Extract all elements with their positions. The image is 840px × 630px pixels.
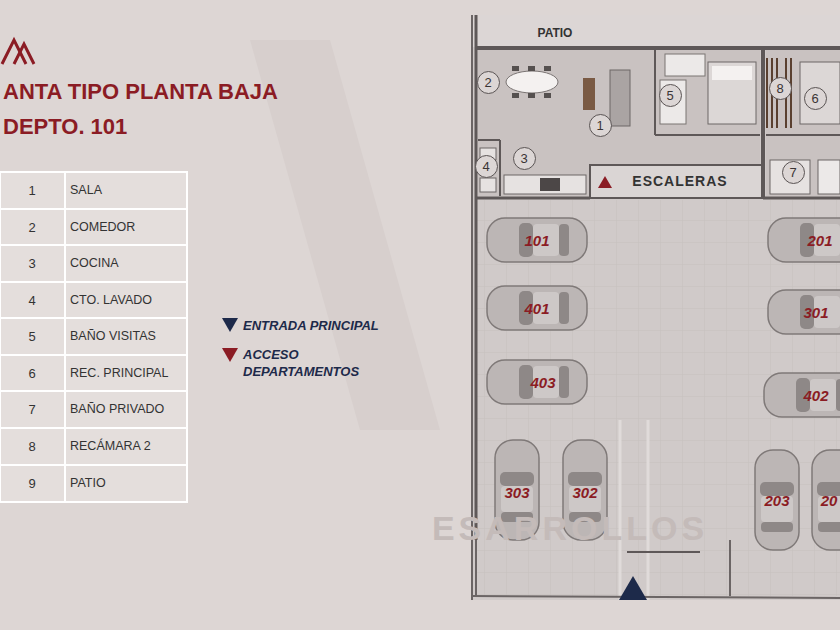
parking-number: 402 xyxy=(803,387,828,404)
parking-number: 401 xyxy=(524,300,549,317)
callout-circle: 2 xyxy=(477,71,500,94)
parking-number: 301 xyxy=(803,304,828,321)
area-label: ESCALERAS xyxy=(632,173,727,189)
legend-text: ACCESO DEPARTAMENTOS xyxy=(243,346,368,380)
callout-circle: 8 xyxy=(769,77,792,100)
area-label: PATIO xyxy=(538,26,573,40)
parking-number: 20 xyxy=(821,492,838,509)
unit-label: DEPTO. 101 xyxy=(3,114,127,140)
table-cell: 6 xyxy=(28,366,35,381)
parking-number: 201 xyxy=(807,232,832,249)
watermark: ESARROLLOS xyxy=(432,509,708,548)
table-cell: CTO. LAVADO xyxy=(70,293,152,307)
callout-number: 2 xyxy=(484,75,491,90)
table-cell: 8 xyxy=(28,439,35,454)
parking-number: 403 xyxy=(530,374,555,391)
parking-number: 203 xyxy=(764,492,789,509)
table-cell: 1 xyxy=(28,183,35,198)
table-cell: 3 xyxy=(28,256,35,271)
legend-text: ENTRADA PRINCIPAL xyxy=(243,317,379,334)
callout-circle: 5 xyxy=(659,84,682,107)
callout-number: 4 xyxy=(482,159,489,174)
callout-circle: 1 xyxy=(589,114,612,137)
callout-circle: 6 xyxy=(804,87,827,110)
table-cell: BAÑO VISITAS xyxy=(70,329,156,343)
table-cell: 5 xyxy=(28,329,35,344)
callout-number: 3 xyxy=(520,151,527,166)
table-cell: PATIO xyxy=(70,476,106,490)
callout-number: 7 xyxy=(789,165,796,180)
table-cell: RECÁMARA 2 xyxy=(70,439,151,453)
callout-number: 8 xyxy=(776,81,783,96)
parking-number: 302 xyxy=(572,484,597,501)
table-cell: REC. PRINCIPAL xyxy=(70,366,168,380)
parking-number: 303 xyxy=(504,484,529,501)
callout-number: 6 xyxy=(811,91,818,106)
table-cell: COCINA xyxy=(70,256,119,270)
table-cell: 9 xyxy=(28,476,35,491)
table-cell: BAÑO PRIVADO xyxy=(70,402,164,416)
callout-number: 5 xyxy=(666,88,673,103)
table-cell: 2 xyxy=(28,220,35,235)
table-cell: SALA xyxy=(70,183,102,197)
callout-number: 1 xyxy=(596,118,603,133)
plan-title: ANTA TIPO PLANTA BAJA xyxy=(3,79,278,105)
table-cell: 4 xyxy=(28,293,35,308)
table-cell: COMEDOR xyxy=(70,220,135,234)
callout-circle: 3 xyxy=(513,147,536,170)
parking-number: 101 xyxy=(524,232,549,249)
table-cell: 7 xyxy=(28,402,35,417)
callout-circle: 7 xyxy=(782,161,805,184)
callout-circle: 4 xyxy=(475,155,498,178)
